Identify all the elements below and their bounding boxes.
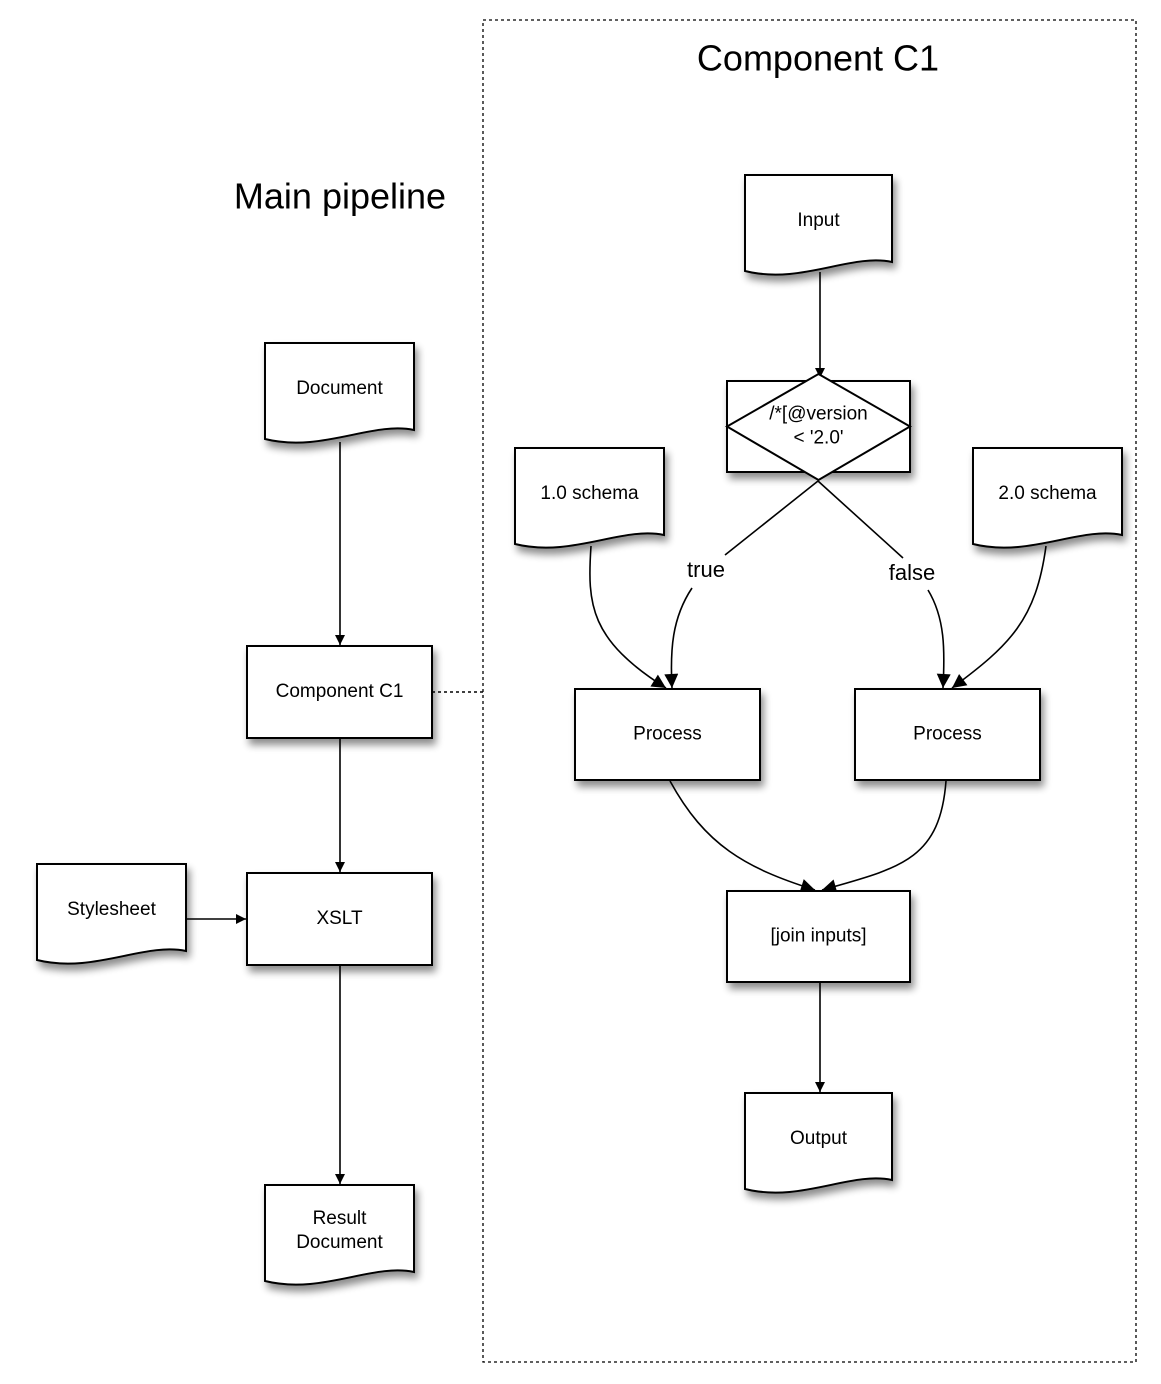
node-label: XSLT <box>316 908 363 929</box>
edge-label-false: false <box>889 560 935 585</box>
node-output[interactable]: Output <box>744 1092 893 1194</box>
node-label: [join inputs] <box>770 926 866 947</box>
edge-schema1-to-process1 <box>589 545 667 689</box>
node-component-c1[interactable]: Component C1 <box>246 645 433 739</box>
node-process1[interactable]: Process <box>574 688 761 781</box>
process-box <box>726 890 911 983</box>
node-stylesheet[interactable]: Stylesheet <box>36 863 187 965</box>
edge-schema2-to-process2 <box>951 545 1047 689</box>
component-c1-boundary <box>482 19 1137 1363</box>
document-shape <box>514 447 665 549</box>
edge-process2-to-join <box>821 780 947 893</box>
node-join[interactable]: [join inputs] <box>726 890 911 983</box>
node-label: 2.0 schema <box>998 483 1097 504</box>
node-input[interactable]: Input <box>744 174 893 276</box>
document-shape <box>744 174 893 276</box>
main-pipeline-title: Main pipeline <box>234 176 446 217</box>
node-document[interactable]: Document <box>264 342 415 444</box>
node-schema1[interactable]: 1.0 schema <box>514 447 665 549</box>
node-label: Process <box>913 724 982 745</box>
node-label: Result <box>313 1208 368 1229</box>
decision-diamond <box>725 372 912 482</box>
document-shape <box>744 1092 893 1194</box>
node-label: /*[@version <box>769 404 868 425</box>
document-shape <box>36 863 187 965</box>
node-label: Process <box>633 724 702 745</box>
node-label: 1.0 schema <box>540 483 639 504</box>
document-shape <box>264 342 415 444</box>
node-xslt[interactable]: XSLT <box>246 872 433 966</box>
node-label: Component C1 <box>276 681 404 702</box>
node-label: Document <box>296 378 383 399</box>
edge-decision-false <box>817 480 904 559</box>
document-shape <box>972 447 1123 549</box>
edge-true-to-process1 <box>664 587 693 689</box>
node-label: Document <box>296 1232 383 1253</box>
edge-false-to-process2 <box>927 589 951 689</box>
edge-decision-true <box>724 480 819 556</box>
node-label: < '2.0' <box>793 428 843 449</box>
component-c1-title: Component C1 <box>697 38 939 79</box>
node-process2[interactable]: Process <box>854 688 1041 781</box>
process-box <box>246 872 433 966</box>
document-shape <box>264 1184 415 1286</box>
node-label: Input <box>797 210 840 231</box>
process-box <box>854 688 1041 781</box>
edge-process1-to-join <box>669 780 816 893</box>
edge-label-true: true <box>687 557 725 582</box>
process-box <box>246 645 433 739</box>
node-schema2[interactable]: 2.0 schema <box>972 447 1123 549</box>
process-box <box>574 688 761 781</box>
node-label: Stylesheet <box>67 899 156 920</box>
node-label: Output <box>790 1128 848 1149</box>
node-decision[interactable]: /*[@version < '2.0' <box>725 372 912 482</box>
